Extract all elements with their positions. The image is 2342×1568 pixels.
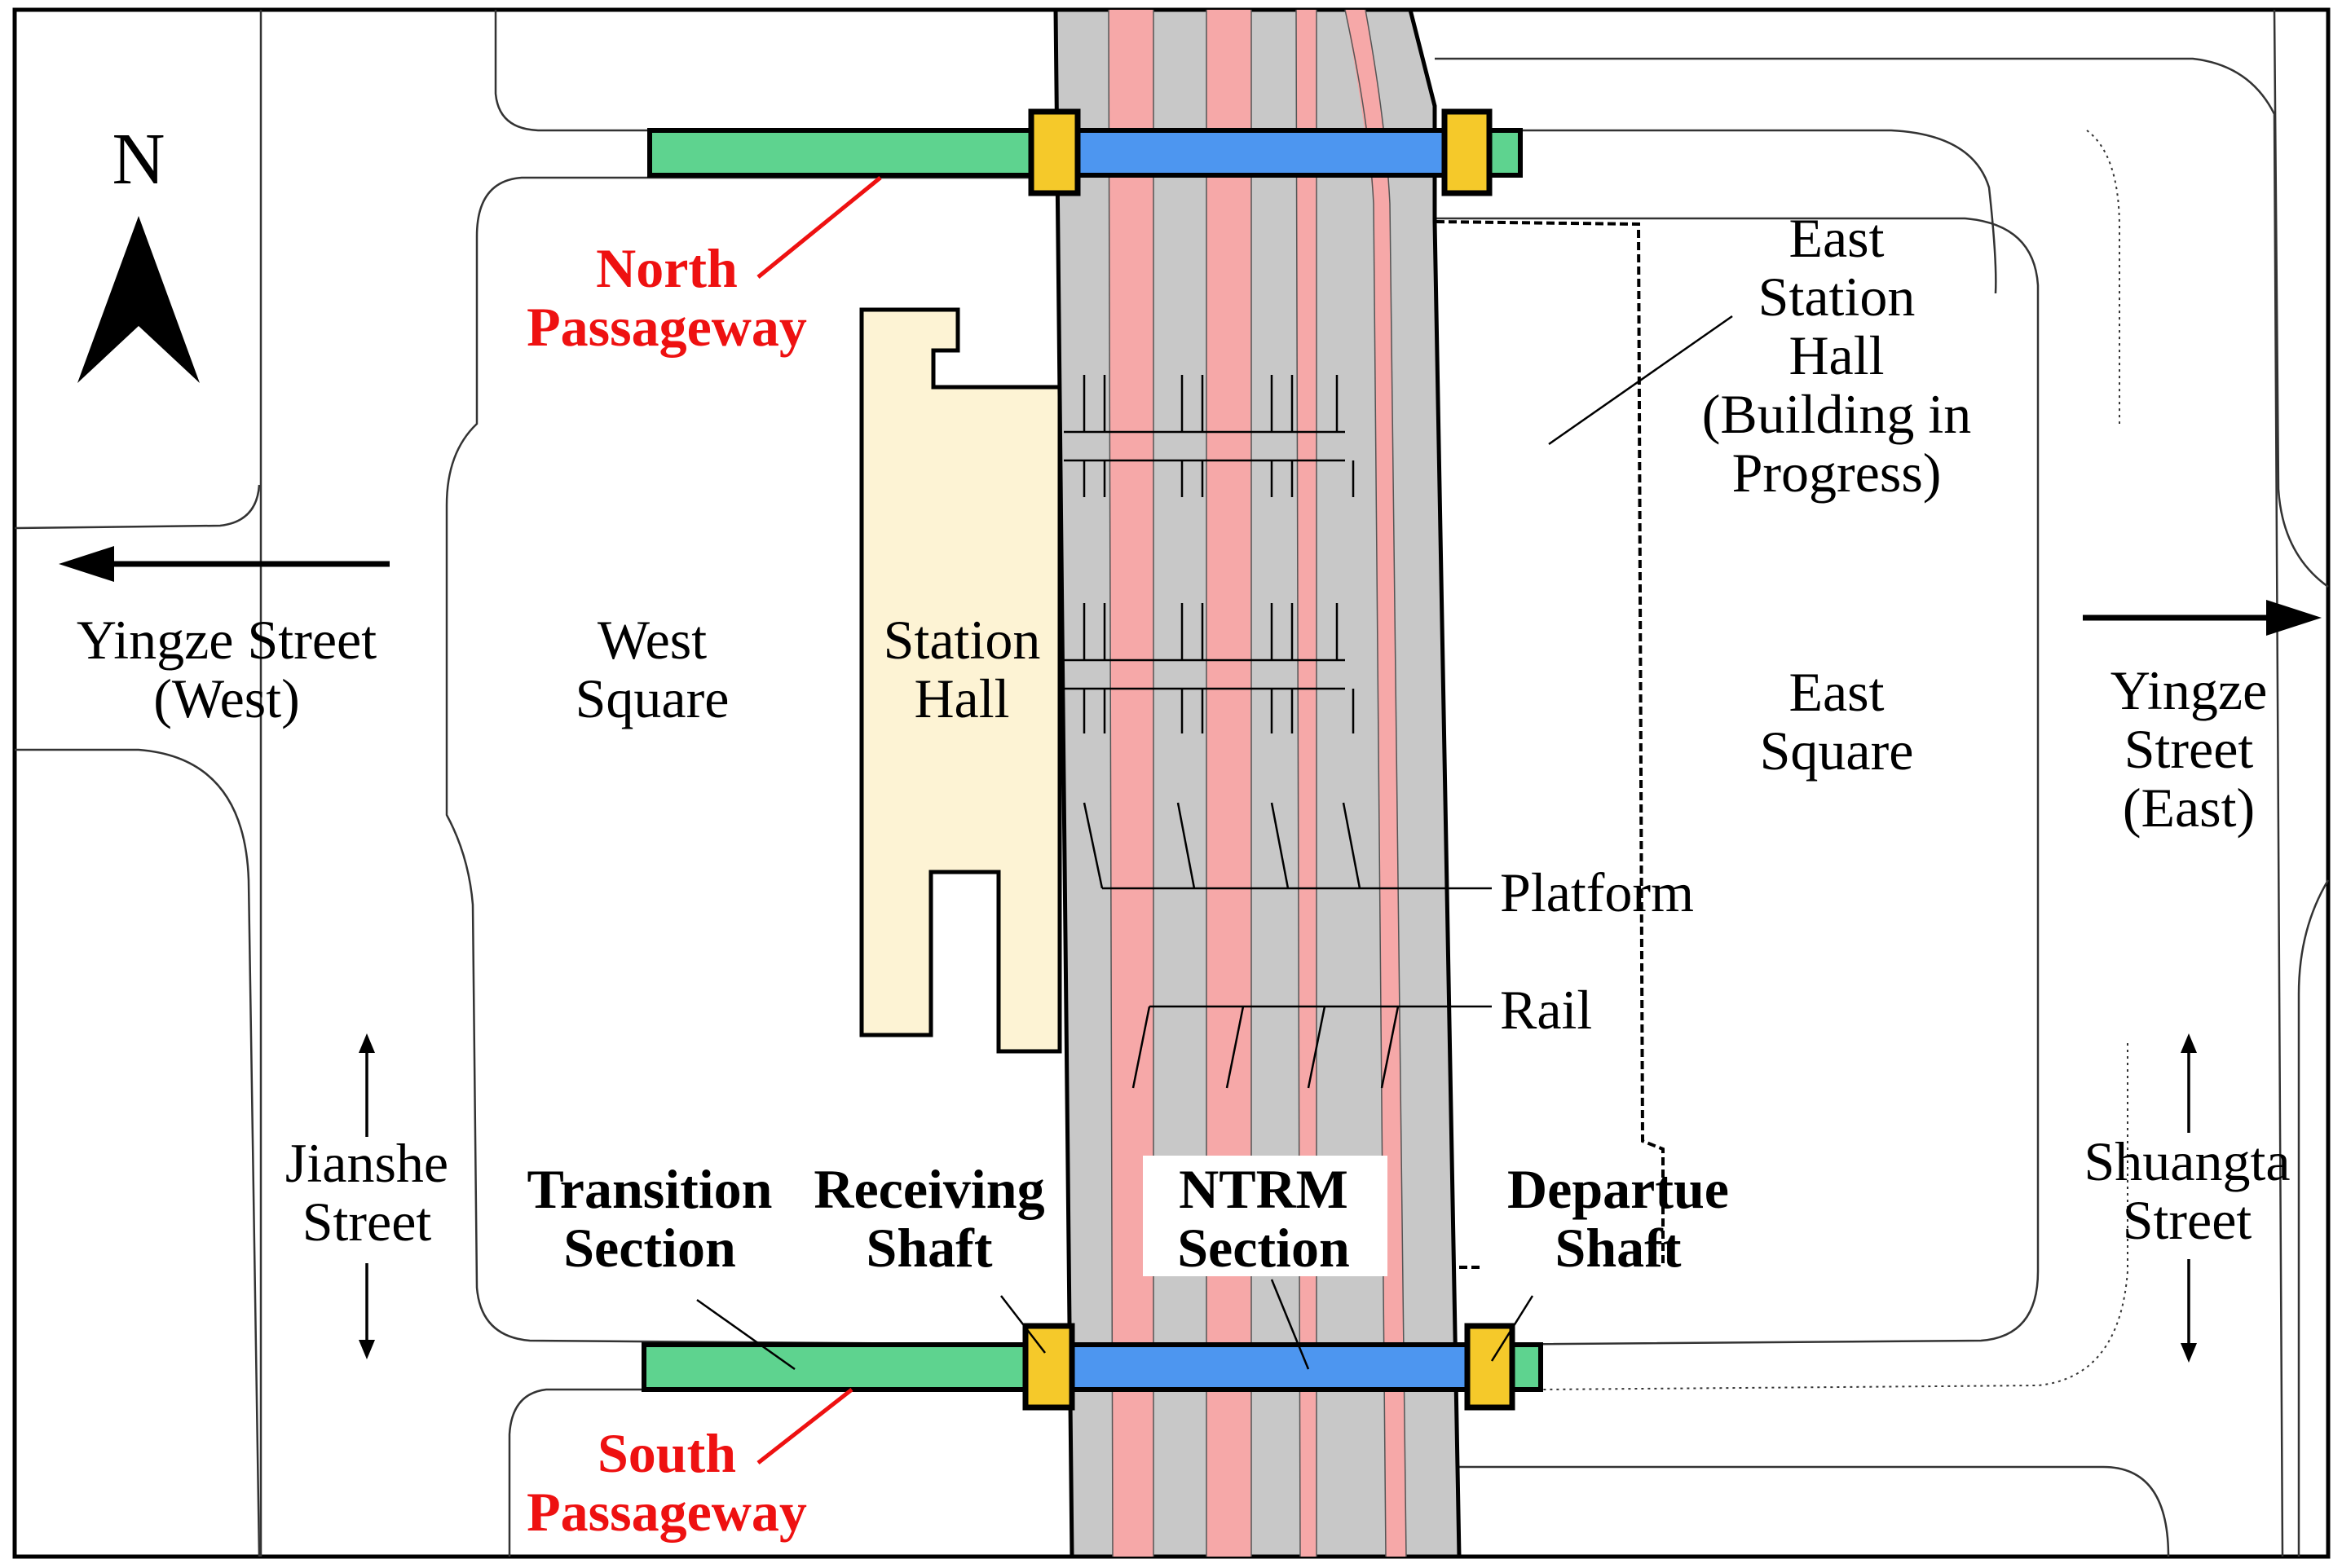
svg-text:Shaft: Shaft <box>1555 1217 1682 1279</box>
svg-text:(East): (East) <box>2123 777 2255 839</box>
svg-text:Street: Street <box>2123 1189 2252 1251</box>
label-yingze-east: Yingze Street (East) <box>2110 659 2268 839</box>
svg-text:Yingze Street: Yingze Street <box>77 609 377 671</box>
north-passageway <box>647 108 1523 196</box>
leader-lines <box>696 176 1733 1464</box>
street-arrows <box>59 546 2322 1363</box>
svg-text:East: East <box>1788 661 1884 723</box>
svg-text:Street: Street <box>2124 718 2254 780</box>
svg-text:(Building in: (Building in <box>1702 383 1972 445</box>
label-south-passageway: South Passageway <box>527 1422 807 1543</box>
svg-text:North: North <box>596 237 738 299</box>
south-receiving-shaft <box>1022 1323 1075 1411</box>
svg-text:East: East <box>1788 207 1884 269</box>
north-receiving-shaft <box>1028 108 1081 196</box>
svg-text:Passageway: Passageway <box>527 1481 807 1543</box>
north-east-stub <box>1485 128 1523 178</box>
north-letter: N <box>112 119 165 200</box>
label-transition-section: Transition Section <box>527 1158 772 1279</box>
svg-text:Street: Street <box>302 1191 432 1253</box>
label-north-passageway: North Passageway <box>527 237 807 358</box>
svg-text:West: West <box>598 609 707 671</box>
north-transition-segment <box>647 128 1035 178</box>
platform-stairs <box>1064 375 1355 733</box>
south-east-stub <box>1510 1342 1543 1392</box>
svg-text:Yingze: Yingze <box>2110 659 2268 721</box>
station-hall-building <box>859 307 1062 1054</box>
svg-text:(West): (West) <box>153 667 300 729</box>
svg-text:Square: Square <box>576 667 730 729</box>
label-rail: Rail <box>1500 979 1592 1041</box>
label-station-hall: Station Hall <box>884 609 1041 729</box>
south-ntrm-segment <box>1070 1342 1474 1392</box>
svg-text:Passageway: Passageway <box>527 296 807 358</box>
svg-text:South: South <box>598 1422 736 1484</box>
svg-text:Shaft: Shaft <box>867 1217 993 1279</box>
road-outlines <box>14 9 2330 1557</box>
label-receiving-shaft: Receiving Shaft <box>814 1158 1044 1279</box>
north-ntrm-segment <box>1074 128 1449 178</box>
svg-text:Section: Section <box>1177 1217 1350 1279</box>
svg-text:Section: Section <box>563 1217 736 1279</box>
north-departure-shaft <box>1441 108 1493 196</box>
ntrm-label-backing <box>1143 1156 1387 1276</box>
label-west-square: West Square <box>576 609 730 729</box>
south-passageway <box>642 1323 1543 1411</box>
svg-text:Hall: Hall <box>914 667 1009 729</box>
north-arrow-icon: N <box>77 119 200 383</box>
svg-text:Square: Square <box>1760 720 1914 782</box>
label-yingze-west: Yingze Street (West) <box>77 609 377 729</box>
svg-text:Station: Station <box>884 609 1041 671</box>
label-departure-shaft: Departue Shaft <box>1507 1158 1729 1279</box>
label-platform: Platform <box>1500 861 1694 923</box>
svg-text:Shuangta: Shuangta <box>2084 1130 2290 1192</box>
label-east-square: East Square <box>1760 661 1914 782</box>
svg-text:Jianshe: Jianshe <box>285 1132 448 1194</box>
svg-text:Transition: Transition <box>527 1158 772 1220</box>
svg-text:Progress): Progress) <box>1732 442 1942 504</box>
svg-text:Hall: Hall <box>1788 324 1884 386</box>
svg-text:Receiving: Receiving <box>814 1158 1044 1220</box>
label-jianshe-street: Jianshe Street <box>285 1132 448 1253</box>
label-shuangta-street: Shuangta Street <box>2084 1130 2290 1251</box>
svg-text:Station: Station <box>1758 266 1916 328</box>
svg-text:Departue: Departue <box>1507 1158 1729 1220</box>
label-east-station-hall: East Station Hall (Building in Progress) <box>1702 207 1972 504</box>
label-ntrm-section: NTRM Section <box>1177 1158 1350 1279</box>
south-transition-segment <box>642 1342 1030 1392</box>
svg-text:NTRM: NTRM <box>1179 1158 1348 1220</box>
